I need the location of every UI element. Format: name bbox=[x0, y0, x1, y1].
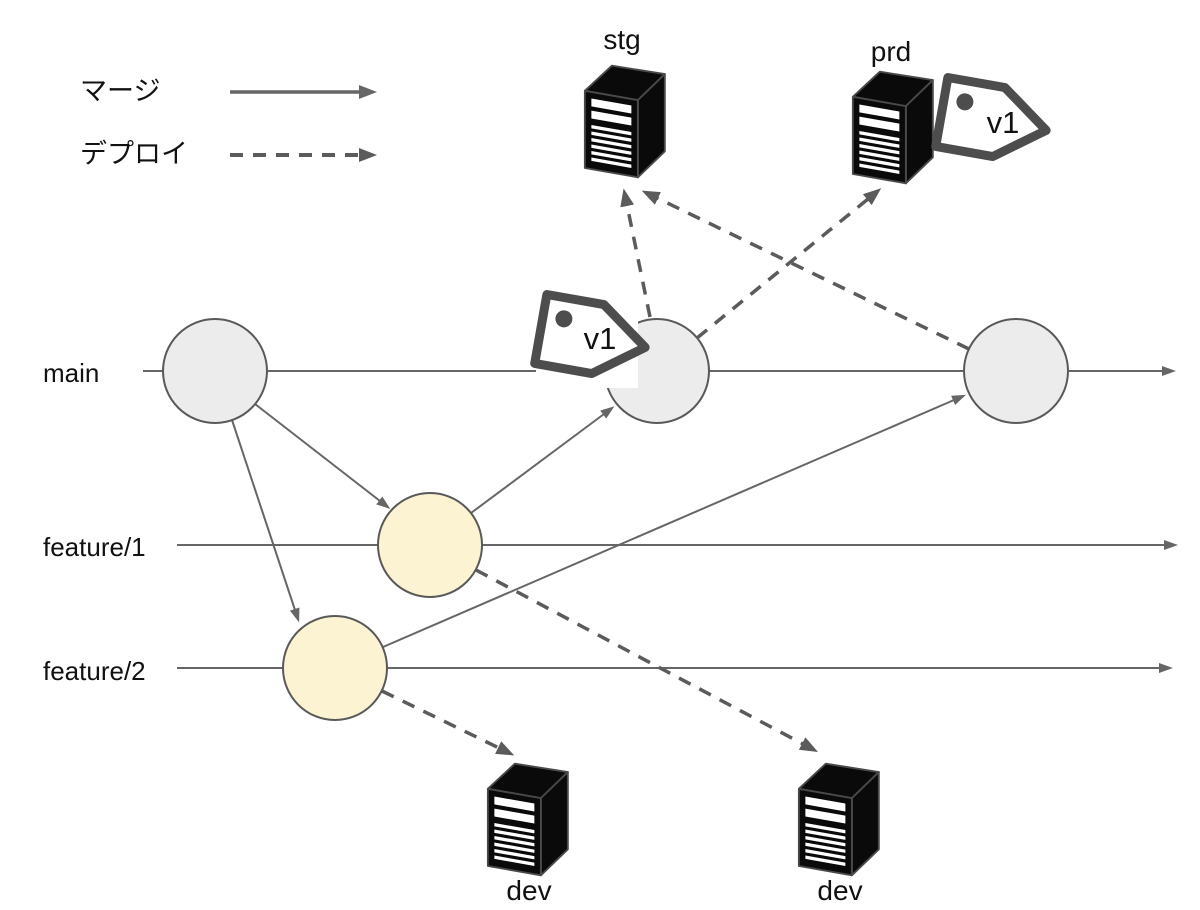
server-tower-icon bbox=[486, 762, 569, 877]
deploy-arrow-feature1-to-dev bbox=[475, 568, 819, 752]
commit-node-main-3 bbox=[963, 318, 1069, 424]
branch-label-feature2: feature/2 bbox=[43, 656, 146, 686]
deploy-arrow-main2-to-prd bbox=[695, 188, 882, 340]
deploy-arrow-feature2-to-dev bbox=[381, 689, 515, 756]
deploy-arrows bbox=[381, 188, 970, 756]
server-dev-left: dev bbox=[486, 762, 569, 906]
legend-merge-label: マージ bbox=[80, 76, 160, 106]
commit-node-feature2 bbox=[282, 615, 388, 721]
branch-label-feature1: feature/1 bbox=[43, 532, 146, 562]
merge-arrow-main1-to-feature1 bbox=[254, 403, 391, 509]
server-tower-icon bbox=[851, 70, 934, 185]
server-tower-icon bbox=[583, 64, 666, 179]
tag-v1-main: v1 bbox=[535, 284, 652, 388]
server-dev-left-label: dev bbox=[506, 875, 551, 906]
server-stg-label: stg bbox=[603, 24, 640, 55]
commit-node-main-1 bbox=[162, 318, 268, 424]
server-dev-right: dev bbox=[797, 762, 880, 906]
deploy-arrow-main2-to-stg bbox=[620, 188, 652, 318]
merge-arrow-main1-to-feature2 bbox=[231, 419, 300, 623]
branch-labels: main feature/1 feature/2 bbox=[43, 358, 146, 686]
legend-deploy-label: デプロイ bbox=[80, 139, 188, 169]
tag-v1-prd: v1 bbox=[936, 78, 1053, 165]
deploy-arrow-main3-to-stg bbox=[641, 190, 970, 351]
merge-arrow-feature2-to-main3 bbox=[382, 394, 966, 648]
merge-arrows bbox=[231, 394, 966, 648]
merge-arrow-feature1-to-main2 bbox=[470, 406, 615, 514]
tag-v1-prd-label: v1 bbox=[987, 105, 1020, 140]
server-prd-label: prd bbox=[871, 36, 911, 67]
commit-node-feature1 bbox=[377, 492, 483, 598]
branch-label-main: main bbox=[43, 358, 99, 388]
server-dev-right-label: dev bbox=[817, 875, 862, 906]
server-prd: prd bbox=[851, 36, 934, 185]
server-stg: stg bbox=[583, 24, 666, 179]
legend: マージ デプロイ bbox=[80, 76, 377, 169]
tag-v1-main-label: v1 bbox=[584, 321, 617, 356]
server-tower-icon bbox=[797, 762, 880, 877]
